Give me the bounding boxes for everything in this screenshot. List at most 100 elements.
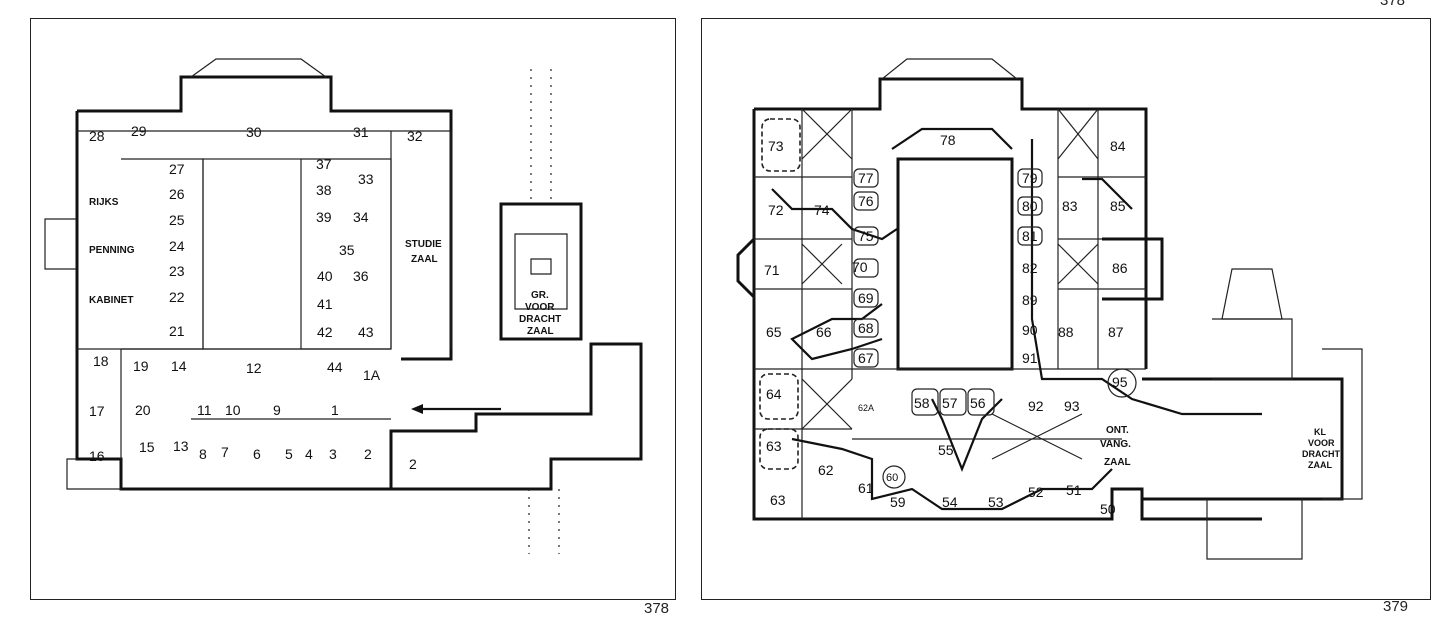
room-33: 32	[407, 128, 423, 144]
right-plan-labels: ONT. VANG. ZAAL KL VOOR DRACHT ZAAL	[1100, 425, 1340, 470]
label-kl-zaal: ZAAL	[1308, 460, 1332, 470]
room-39: 38	[316, 182, 332, 198]
room-78: 77	[858, 170, 874, 186]
room-79: 78	[940, 132, 956, 148]
room-51: 51	[1066, 482, 1082, 498]
room-9: 8	[199, 446, 207, 462]
label-ont: ONT.	[1106, 425, 1129, 436]
room-86: 85	[1110, 198, 1126, 214]
room-61: 61	[858, 480, 874, 496]
room-24: 23	[169, 263, 185, 279]
right-floor-plan: 78 73 84 77 79 72 74 76 80 83 85 75 81 7…	[701, 18, 1431, 600]
label-kl-voor: VOOR	[1308, 438, 1335, 448]
label-rijks: RIJKS	[89, 197, 119, 208]
room-30: 29	[131, 123, 147, 139]
room-59: 59	[890, 494, 906, 510]
room-27: 26	[169, 186, 185, 202]
room-42: 41	[317, 296, 333, 312]
label-ont-zaal: ZAAL	[1104, 457, 1131, 468]
room-5: 4	[305, 446, 313, 462]
room-26: 25	[169, 212, 185, 228]
room-65: 64	[766, 386, 782, 402]
room-73: 72	[768, 202, 784, 218]
room-40: 39	[316, 209, 332, 225]
room-71: 70	[852, 259, 868, 275]
label-dracht: DRACHT	[519, 314, 561, 325]
label-studie: STUDIE	[405, 239, 442, 250]
room-4: 3	[329, 446, 337, 462]
room-92: 91	[1022, 350, 1038, 366]
left-plan-drawing: 28 29 30 31 32 27 26 25 24 23 22 21 37 3…	[44, 58, 643, 554]
room-82: 81	[1022, 228, 1038, 244]
label-penning: PENNING	[89, 245, 135, 256]
room-11: 10	[225, 402, 241, 418]
right-room-numbers: 78 73 84 77 79 72 74 76 80 83 85 75 81 7…	[764, 132, 1128, 517]
label-kl: KL	[1314, 427, 1326, 437]
left-plan-walls	[44, 58, 643, 554]
label-vang: VANG.	[1100, 439, 1131, 450]
room-6: 5	[285, 446, 293, 462]
room-74: 73	[768, 138, 784, 154]
room-32: 31	[353, 124, 369, 140]
room-8: 7	[221, 444, 229, 460]
room-77: 76	[858, 193, 874, 209]
room-35: 34	[353, 209, 369, 225]
room-23: 22	[169, 289, 185, 305]
room-66: 65	[766, 324, 782, 340]
room-63-label: 63	[770, 492, 786, 508]
room-94: 93	[1064, 398, 1080, 414]
room-90: 89	[1022, 292, 1038, 308]
room-38: 37	[316, 156, 332, 172]
room-62: 62	[818, 462, 834, 478]
room-43: 42	[317, 324, 333, 340]
room-12: 11	[197, 402, 212, 418]
room-58: 58	[914, 395, 930, 411]
room-41: 40	[317, 268, 333, 284]
room-57: 57	[942, 395, 958, 411]
room-95: 95	[1112, 374, 1128, 390]
room-93: 92	[1028, 398, 1044, 414]
label-voor: VOOR	[525, 302, 555, 313]
room-70: 69	[858, 290, 874, 306]
room-55: 55	[938, 442, 954, 458]
room-21: 20	[135, 402, 151, 418]
room-80: 79	[1022, 170, 1038, 186]
room-91: 90	[1022, 322, 1038, 338]
label-kl-dracht: DRACHT	[1302, 449, 1340, 459]
room-18: 17	[89, 403, 105, 419]
room-31: 30	[246, 124, 262, 140]
right-page-number: 379	[1383, 598, 1409, 615]
label-gr: GR.	[531, 290, 549, 301]
left-room-numbers: 28 29 30 31 32 27 26 25 24 23 22 21 37 3…	[89, 123, 423, 472]
label-kabinet: KABINET	[89, 295, 133, 306]
room-85: 84	[1110, 138, 1126, 154]
label-studie-zaal: ZAAL	[411, 254, 438, 265]
room-19: 18	[93, 353, 109, 369]
room-64: 63	[766, 438, 782, 454]
room-29: 28	[89, 128, 105, 144]
room-20: 19	[133, 358, 149, 374]
right-plan-drawing: 78 73 84 77 79 72 74 76 80 83 85 75 81 7…	[736, 58, 1363, 560]
room-87: 86	[1112, 260, 1128, 276]
left-floor-plan: 28 29 30 31 32 27 26 25 24 23 22 21 37 3…	[30, 18, 676, 600]
room-44: 43	[358, 324, 374, 340]
room-75: 74	[814, 202, 830, 218]
room-76: 75	[858, 228, 874, 244]
room-89: 88	[1058, 324, 1074, 340]
room-2-label: 2	[409, 456, 417, 472]
room-34: 33	[358, 171, 374, 187]
room-1: 1	[331, 402, 339, 418]
room-14: 13	[173, 438, 189, 454]
room-72: 71	[764, 262, 780, 278]
room-69: 68	[858, 320, 874, 336]
room-52: 52	[1028, 484, 1044, 500]
room-25: 24	[169, 238, 185, 254]
room-53: 53	[988, 494, 1004, 510]
room-50: 50	[1100, 501, 1116, 517]
room-16: 15	[139, 439, 155, 455]
room-3: 2	[364, 446, 372, 462]
room-17: 16	[89, 448, 105, 464]
top-page-number: 378	[1380, 0, 1406, 9]
room-28: 27	[169, 161, 185, 177]
room-68: 67	[858, 350, 874, 366]
